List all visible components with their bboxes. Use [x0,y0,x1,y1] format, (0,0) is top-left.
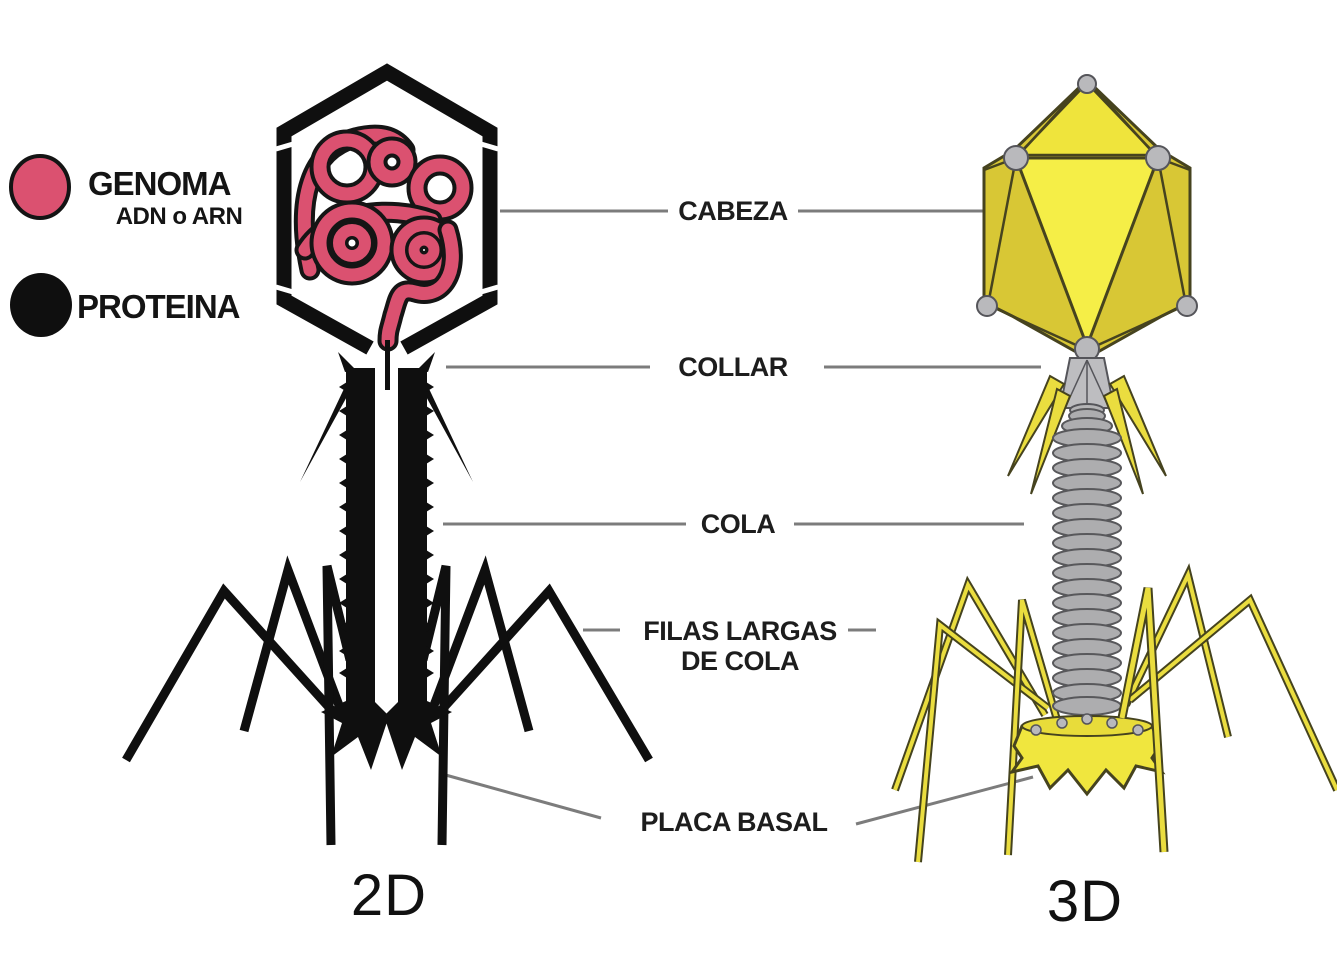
base-plate-3d [1008,713,1166,797]
callout-placa-basal: PLACA BASAL [640,807,829,837]
base-plate-2d [321,690,452,770]
placa-line-right [855,775,1034,826]
capsid-facet-edges [983,79,1191,352]
legend-genoma-label: GENOMA [88,165,232,202]
phage-2d [122,63,653,846]
callout-filas-largas: FILAS LARGAS DE COLA [630,616,850,676]
callout-lines [441,209,1041,826]
callout-cola: COLA [700,509,776,539]
tail-tube-3d [1052,408,1122,716]
capsid-corner-notches [275,141,499,295]
capsid-head-3d [976,74,1198,362]
view-label-2d: 2D [350,863,428,928]
tail-fiber-3d-front [1117,587,1169,853]
collar-2d [300,340,473,482]
proteina-swatch-icon [10,273,72,337]
whiskers-3d [1007,374,1167,495]
callout-cabeza: CABEZA [678,196,788,226]
base-plate-rivets [1030,713,1144,736]
genoma-swatch-icon [9,154,71,220]
view-label-3d: 3D [1046,869,1124,934]
vertex-caps [976,74,1198,362]
whisker-left-icon [300,371,361,482]
legend-proteina-label: PROTEINA [77,288,241,325]
callout-collar: COLLAR [678,352,788,382]
callout-filas-largas-line1: FILAS LARGAS [643,616,837,646]
collar-3d [1058,357,1116,417]
placa-line-left [441,772,602,820]
genome-coil [293,124,474,352]
legend-genoma-sublabel: ADN o ARN [115,203,243,230]
capsid-outline-2d [276,63,498,355]
callout-filas-largas-line2: DE COLA [681,646,800,676]
legend-swatches [9,154,72,337]
phage-3d [891,74,1337,863]
tail-fibers-2d [122,555,653,846]
whisker-right-icon [412,371,473,482]
tail-sheath-2d [339,368,434,692]
